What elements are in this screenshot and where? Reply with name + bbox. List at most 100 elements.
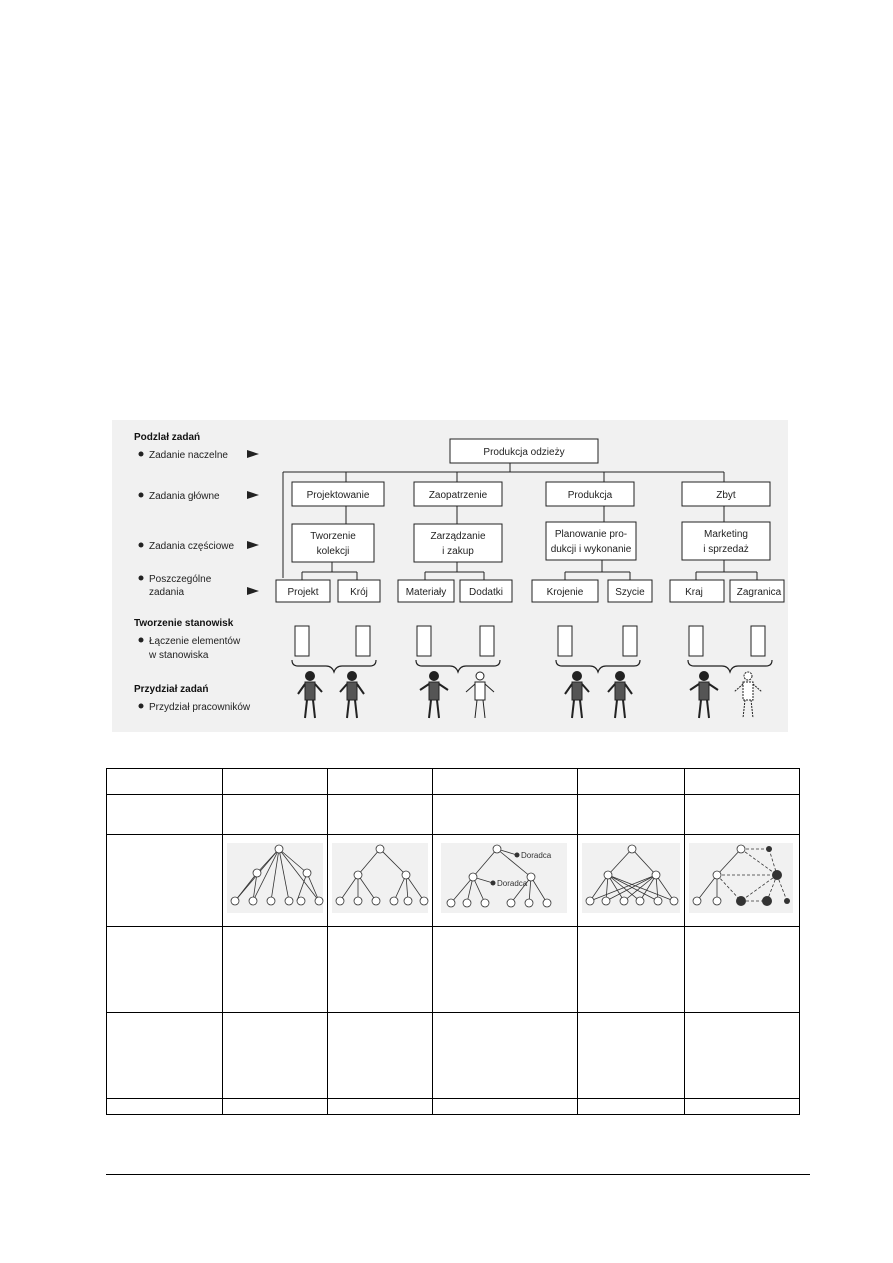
- sub-task-label: Marketing: [704, 529, 748, 540]
- task-label: Krojenie: [547, 587, 584, 598]
- table-cell: [327, 834, 433, 927]
- table-cell: [106, 1098, 223, 1115]
- dept-box: [291, 481, 385, 507]
- dept-box: [545, 481, 635, 507]
- workstation-boxes: [294, 625, 766, 657]
- advisor-label: Doradca: [521, 851, 552, 860]
- label-individual-tasks-1: Poszczególne: [149, 574, 212, 585]
- linear-structure-diagram: [227, 843, 324, 913]
- hierarchical-structure-diagram: [332, 843, 429, 913]
- table-cell: [577, 1012, 685, 1099]
- task-label: Zagranica: [737, 587, 782, 598]
- sub-task-label: kolekcji: [317, 546, 350, 557]
- table-cell: [106, 1012, 223, 1099]
- section-task-division: Podzlał zadań: [134, 432, 200, 443]
- table-cell: [432, 794, 578, 835]
- table-cell: [432, 1098, 578, 1115]
- table-cell: [222, 834, 328, 927]
- table-cell: [327, 1098, 433, 1115]
- table-cell: [684, 1012, 800, 1099]
- sub-task-label: i zakup: [442, 546, 474, 557]
- task-box: [459, 579, 513, 603]
- task-division-diagram: Podzlał zadań Zadanie naczelne Zadania g…: [134, 432, 785, 719]
- brace-group: [291, 659, 773, 674]
- root-task-label: Produkcja odzieży: [483, 447, 564, 458]
- dept-box: [681, 481, 771, 507]
- table-cell: [577, 926, 685, 1013]
- root-task-box: [449, 438, 599, 464]
- label-workers: Przydział pracowników: [149, 702, 251, 713]
- org-structures-table: Doradca Doradca: [106, 768, 800, 1115]
- table-row: [106, 1098, 800, 1115]
- table-row: [106, 768, 800, 795]
- task-box: [275, 579, 331, 603]
- table-cell: [327, 926, 433, 1013]
- task-box: [729, 579, 785, 603]
- section-workstations: Tworzenie stanowisk: [134, 618, 234, 629]
- sub-task-label: Planowanie pro-: [555, 529, 627, 540]
- task-box: [531, 579, 599, 603]
- label-main-task: Zadanie naczelne: [149, 450, 228, 461]
- table-cell: [106, 794, 223, 835]
- label-partial-tasks: Zadania częściowe: [149, 541, 234, 552]
- dept-label: Zaopatrzenie: [429, 490, 488, 501]
- table-cell: [106, 768, 223, 795]
- footer-rule: [106, 1174, 810, 1175]
- table-row: [106, 926, 800, 1013]
- sub-task-label: dukcji i wykonanie: [551, 544, 632, 555]
- sub-task-box: [681, 521, 771, 561]
- table-cell: [222, 1012, 328, 1099]
- table-cell: [222, 768, 328, 795]
- table-cell: [684, 1098, 800, 1115]
- sub-task-label: i sprzedaż: [703, 544, 749, 555]
- table-cell: [577, 768, 685, 795]
- line-staff-structure-diagram: Doradca Doradca: [441, 843, 567, 913]
- table-cell: [684, 834, 800, 927]
- table-cell: [106, 926, 223, 1013]
- task-label: Materiały: [406, 587, 447, 598]
- task-division-figure: Podzlał zadań Zadanie naczelne Zadania g…: [112, 420, 788, 732]
- sub-task-label: Tworzenie: [310, 531, 356, 542]
- label-primary-tasks: Zadania główne: [149, 491, 220, 502]
- table-cell: [577, 834, 685, 927]
- table-cell: Doradca Doradca: [432, 834, 578, 927]
- sub-task-box: [413, 523, 503, 563]
- label-combining-1: Łączenie elementów: [149, 636, 241, 647]
- table-cell: [106, 834, 223, 927]
- table-cell: [684, 926, 800, 1013]
- dept-label: Zbyt: [716, 490, 736, 501]
- table-cell: [577, 794, 685, 835]
- dept-label: Produkcja: [568, 490, 613, 501]
- label-combining-2: w stanowiska: [148, 650, 209, 661]
- advisor-label: Doradca: [497, 879, 528, 888]
- table-cell: [432, 926, 578, 1013]
- dept-label: Projektowanie: [307, 490, 370, 501]
- sub-task-box: [545, 521, 637, 561]
- table-row: Doradca Doradca: [106, 834, 800, 927]
- functional-structure-diagram: [582, 843, 680, 913]
- task-label: Kraj: [685, 587, 703, 598]
- sub-task-box: [291, 523, 375, 563]
- table-cell: [222, 794, 328, 835]
- table-cell: [577, 1098, 685, 1115]
- task-box: [669, 579, 725, 603]
- table-cell: [684, 768, 800, 795]
- matrix-structure-diagram: [689, 843, 793, 913]
- task-box: [337, 579, 381, 603]
- dept-box: [413, 481, 503, 507]
- table-row: [106, 1012, 800, 1099]
- table-cell: [684, 794, 800, 835]
- task-box: [397, 579, 455, 603]
- table-cell: [327, 1012, 433, 1099]
- task-box: [607, 579, 653, 603]
- table-cell: [432, 768, 578, 795]
- task-label: Szycie: [615, 587, 645, 598]
- table-cell: [222, 1098, 328, 1115]
- table-cell: [327, 768, 433, 795]
- table-cell: [327, 794, 433, 835]
- task-label: Dodatki: [469, 587, 503, 598]
- table-cell: [222, 926, 328, 1013]
- worker-figures: [297, 671, 763, 719]
- table-row: [106, 794, 800, 835]
- sub-task-label: Zarządzanie: [430, 531, 485, 542]
